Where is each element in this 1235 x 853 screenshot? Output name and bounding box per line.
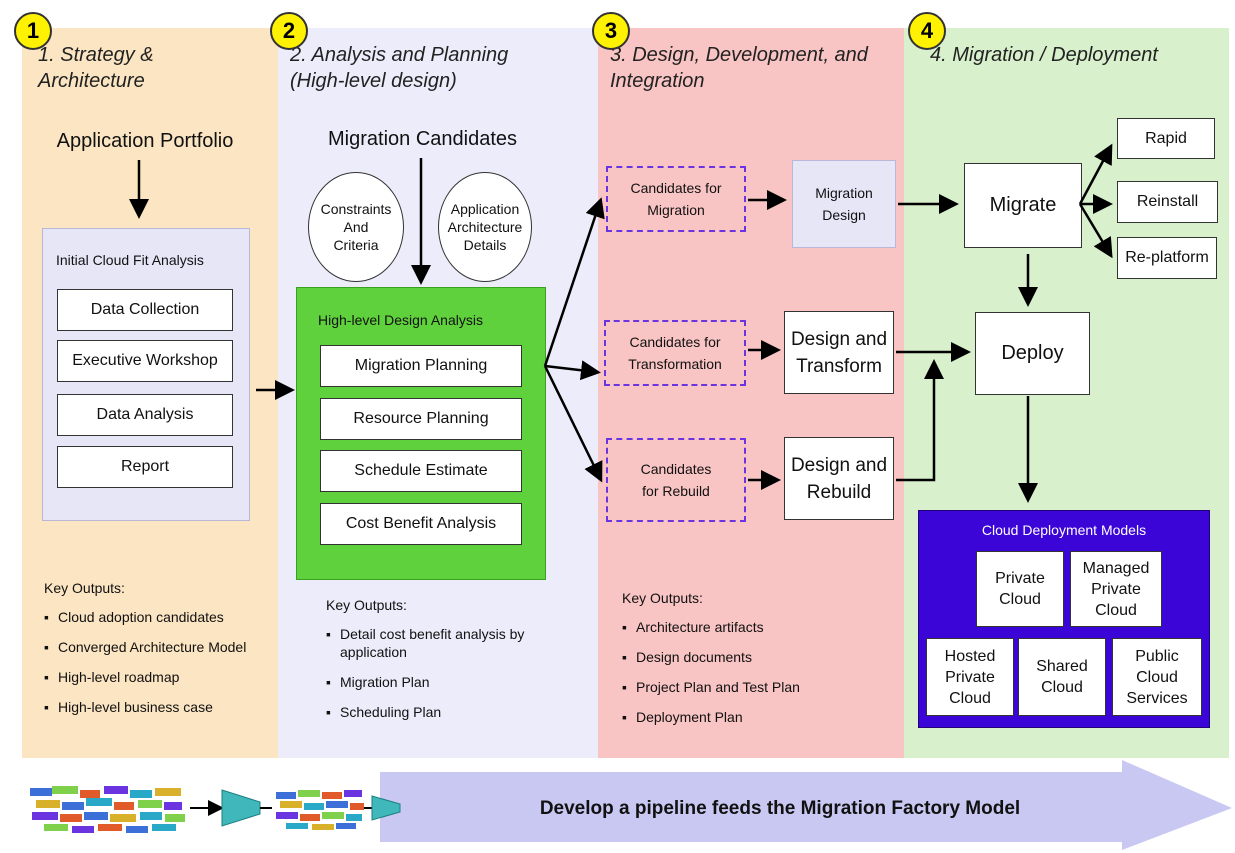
- output-item: Architecture artifacts: [622, 618, 887, 636]
- output-item: Project Plan and Test Plan: [622, 678, 887, 696]
- hosted-private-cloud-box: Hosted Private Cloud: [926, 638, 1014, 716]
- resource-planning-box: Resource Planning: [320, 398, 522, 440]
- phase-3-badge: 3: [592, 12, 630, 50]
- phase-4-badge: 4: [908, 12, 946, 50]
- migration-planning-box: Migration Planning: [320, 345, 522, 387]
- application-portfolio-heading: Application Portfolio: [56, 130, 234, 152]
- design-and-rebuild-box: Design and Rebuild: [784, 437, 894, 520]
- migrate-box: Migrate: [964, 163, 1082, 248]
- phase-1-badge: 1: [14, 12, 52, 50]
- public-cloud-services-box: Public Cloud Services: [1112, 638, 1202, 716]
- funnel-icon-1: [221, 789, 261, 827]
- phase-3-title: 3. Design, Development, and Integration: [610, 44, 868, 92]
- phase-2-badge: 2: [270, 12, 308, 50]
- reinstall-box: Reinstall: [1117, 181, 1218, 223]
- pipeline-blocks-icon: [30, 786, 185, 833]
- pipeline-banner-text: Develop a pipeline feeds the Migration F…: [539, 798, 1021, 819]
- output-item: Migration Plan: [326, 673, 571, 691]
- output-item: High-level roadmap: [44, 668, 269, 686]
- private-cloud-box: Private Cloud: [976, 551, 1064, 627]
- output-item: Cloud adoption candidates: [44, 608, 269, 626]
- shared-cloud-box: Shared Cloud: [1018, 638, 1106, 716]
- funnel-icon-2: [371, 795, 401, 821]
- output-item: Scheduling Plan: [326, 703, 571, 721]
- high-level-design-analysis-title: High-level Design Analysis: [318, 312, 483, 328]
- phase-1-title: 1. Strategy & Architecture: [38, 44, 154, 92]
- schedule-estimate-box: Schedule Estimate: [320, 450, 522, 492]
- report-box: Report: [57, 446, 233, 488]
- candidates-for-migration-box: Candidates for Migration: [606, 166, 746, 232]
- application-architecture-details-circle: Application Architecture Details: [438, 172, 532, 282]
- candidates-for-rebuild-box: Candidates for Rebuild: [606, 438, 746, 522]
- design-and-transform-box: Design and Transform: [784, 311, 894, 394]
- candidates-for-transformation-box: Candidates for Transformation: [604, 320, 746, 386]
- executive-workshop-box: Executive Workshop: [57, 340, 233, 382]
- re-platform-box: Re-platform: [1117, 237, 1217, 279]
- cost-benefit-analysis-box: Cost Benefit Analysis: [320, 503, 522, 545]
- constraints-criteria-circle: Constraints And Criteria: [308, 172, 404, 282]
- data-analysis-box: Data Analysis: [57, 394, 233, 436]
- deploy-box: Deploy: [975, 312, 1090, 395]
- phase-4-title: 4. Migration / Deployment: [930, 44, 1158, 66]
- cloud-deployment-models-title: Cloud Deployment Models: [981, 522, 1147, 538]
- migration-candidates-heading: Migration Candidates: [328, 128, 517, 150]
- output-item: Design documents: [622, 648, 887, 666]
- rapid-box: Rapid: [1117, 118, 1215, 159]
- managed-private-cloud-box: Managed Private Cloud: [1070, 551, 1162, 627]
- phase-1-key-outputs: Key Outputs: Cloud adoption candidates C…: [44, 580, 269, 728]
- key-outputs-heading: Key Outputs:: [622, 590, 703, 606]
- output-item: Detail cost benefit analysis by applicat…: [326, 625, 571, 661]
- output-item: High-level business case: [44, 698, 269, 716]
- key-outputs-heading: Key Outputs:: [44, 580, 125, 596]
- phase-2-title: 2. Analysis and Planning (High-level des…: [290, 44, 509, 92]
- data-collection-box: Data Collection: [57, 289, 233, 331]
- output-item: Deployment Plan: [622, 708, 887, 726]
- cloud-fit-analysis-title: Initial Cloud Fit Analysis: [56, 252, 204, 268]
- key-outputs-heading: Key Outputs:: [326, 597, 407, 613]
- output-item: Converged Architecture Model: [44, 638, 269, 656]
- migration-design-box: Migration Design: [792, 160, 896, 248]
- pipeline-blocks-icon-small: [276, 790, 364, 830]
- phase-3-key-outputs: Key Outputs: Architecture artifacts Desi…: [622, 590, 887, 738]
- phase-2-key-outputs: Key Outputs: Detail cost benefit analysi…: [326, 597, 571, 733]
